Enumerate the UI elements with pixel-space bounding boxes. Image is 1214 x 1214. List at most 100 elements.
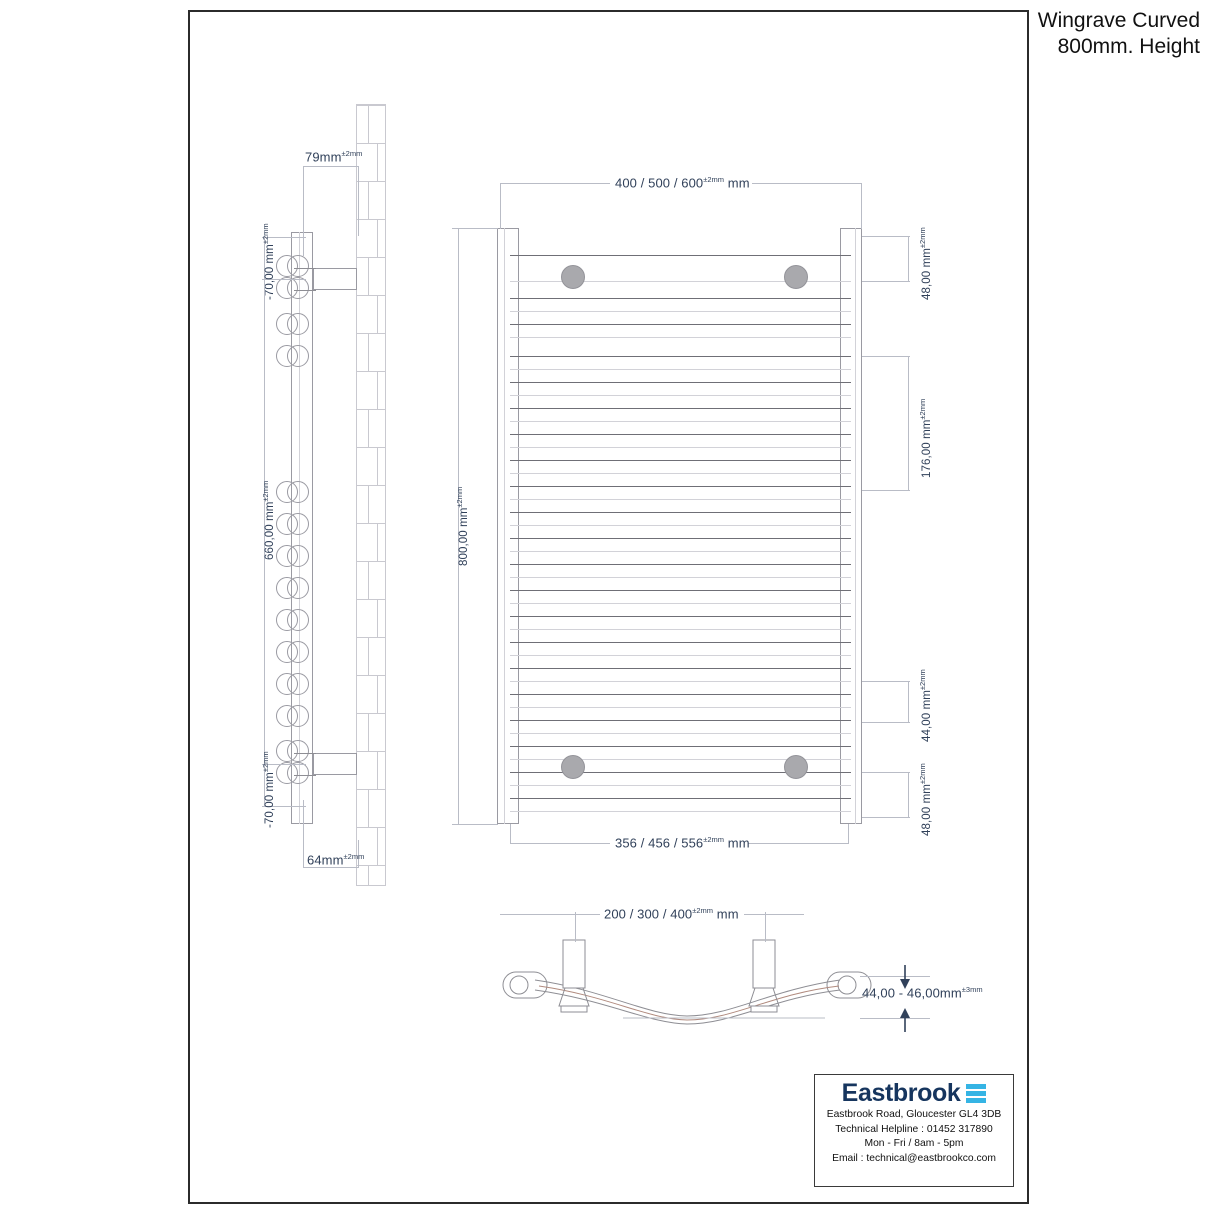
company-address: Eastbrook Road, Gloucester GL4 3DB [826,1109,1002,1120]
wall-bracket-top [313,268,357,290]
mount-point [561,755,585,779]
dim-value: 200 / 300 / 400 [604,906,693,922]
mount-point [784,755,808,779]
wall-bracket-bottom [313,753,357,775]
rail-bar [510,421,851,422]
brand-logo: Eastbrook [815,1081,1013,1106]
rail-bar [510,707,851,708]
company-email: Email : technical@eastbrookco.com [832,1152,996,1164]
dim-value: 48,00 mm [920,784,933,836]
tube-end-half [276,545,298,567]
dim-unit: mm [727,835,750,851]
tube-end-half [276,481,298,503]
tube-end-half [276,345,298,367]
dim-plan-curve-depth: 44,00 - 46,00mm±3mm [862,985,983,1000]
rail-bar [510,499,851,500]
rail-bar [510,408,851,409]
tube-end-half [276,513,298,535]
rail-bar [510,337,851,338]
rail-bar [510,255,851,256]
dim-tolerance: ±2mm [261,751,270,773]
rail-bar [510,525,851,526]
rail-bar [510,720,851,721]
title-line-2: 800mm. Height [1057,34,1200,58]
rail-bar [510,512,851,513]
page-title: Wingrave Curved 800mm. Height [1038,8,1200,59]
rail-bar [510,434,851,435]
rail-bar [510,811,851,812]
rail-bar [510,564,851,565]
dim-value: 44,00 - 46,00 [862,985,940,1001]
rail-bar [510,655,851,656]
dim-plan-bracket-centres: 200 / 300 / 400±2mm mm [604,906,739,921]
rail-bar [510,629,851,630]
dim-front-width-bottom: 356 / 456 / 556±2mm mm [615,835,750,850]
dim-value: 44,00 mm [920,690,933,742]
dim-tolerance: ±2mm [455,486,464,508]
tube-end-half [276,255,298,277]
dim-front-bottom-offset: 48,00 mm±2mm [918,763,933,836]
rail-bar [510,538,851,539]
rail-bar [510,298,851,299]
rail-bar [510,603,851,604]
wall-hatch [356,104,386,886]
dim-tolerance: ±2mm [703,175,725,184]
rail-bar [510,577,851,578]
mount-point [561,265,585,289]
company-info-block: Eastbrook Eastbrook Road, Gloucester GL4… [814,1074,1014,1187]
rail-bar [510,311,851,312]
dim-side-bracket-bottom: -70,00 mm±2mm [261,751,276,828]
rail-bar [510,281,851,282]
curved-bar-profile [502,939,872,1025]
dim-tolerance: ±2mm [703,835,725,844]
dim-tolerance: ±2mm [261,223,270,245]
dim-value: 400 / 500 / 600 [615,175,704,191]
dim-tolerance: ±2mm [261,480,270,502]
tube-end-half [276,673,298,695]
brand-name: Eastbrook [841,1079,961,1107]
dim-tolerance: ±3mm [961,985,983,994]
tube-end-half [276,313,298,335]
dim-front-height: 800,00 mm±2mm [455,487,470,566]
dim-value: 48,00 mm [920,248,933,300]
dim-value: 176,00 mm [920,419,933,478]
dim-front-rail-pitch: 44,00 mm±2mm [918,669,933,742]
dim-value: 660,00 mm [263,501,276,560]
dim-unit: mm [716,906,739,922]
arrow-up-icon [900,1008,910,1032]
rail-bar [510,668,851,669]
dim-side-depth-bottom: 64mm±2mm [307,852,364,867]
rail-bar [510,616,851,617]
tube-end-half [276,762,298,784]
rail-bar [510,460,851,461]
dim-value: 79mm [305,149,342,165]
rail-bar [510,395,851,396]
three-bars-icon [966,1084,987,1103]
rail-bar [510,642,851,643]
rail-bar [510,681,851,682]
dim-tolerance: ±2mm [692,906,714,915]
dim-value: -70,00 mm [263,244,276,300]
rail-bar [510,369,851,370]
rail-bar [510,746,851,747]
rail-bar [510,473,851,474]
rail-bar [510,486,851,487]
rail-bar [510,447,851,448]
dim-value: 356 / 456 / 556 [615,835,704,851]
front-post-right [840,228,862,824]
rail-bar [510,785,851,786]
rail-bar [510,733,851,734]
title-line-1: Wingrave Curved [1037,9,1200,32]
rail-bar [510,590,851,591]
arrow-down-icon [900,965,910,989]
dim-tolerance: ±2mm [918,398,927,420]
rail-bar [510,382,851,383]
tube-end-half [276,641,298,663]
tube-end-half [276,609,298,631]
dim-side-depth-top: 79mm±2mm [305,149,362,164]
tube-end-half [276,577,298,599]
dim-front-width-top: 400 / 500 / 600±2mm mm [615,175,750,190]
tube-end-half [276,740,298,762]
rail-bar [510,772,851,773]
